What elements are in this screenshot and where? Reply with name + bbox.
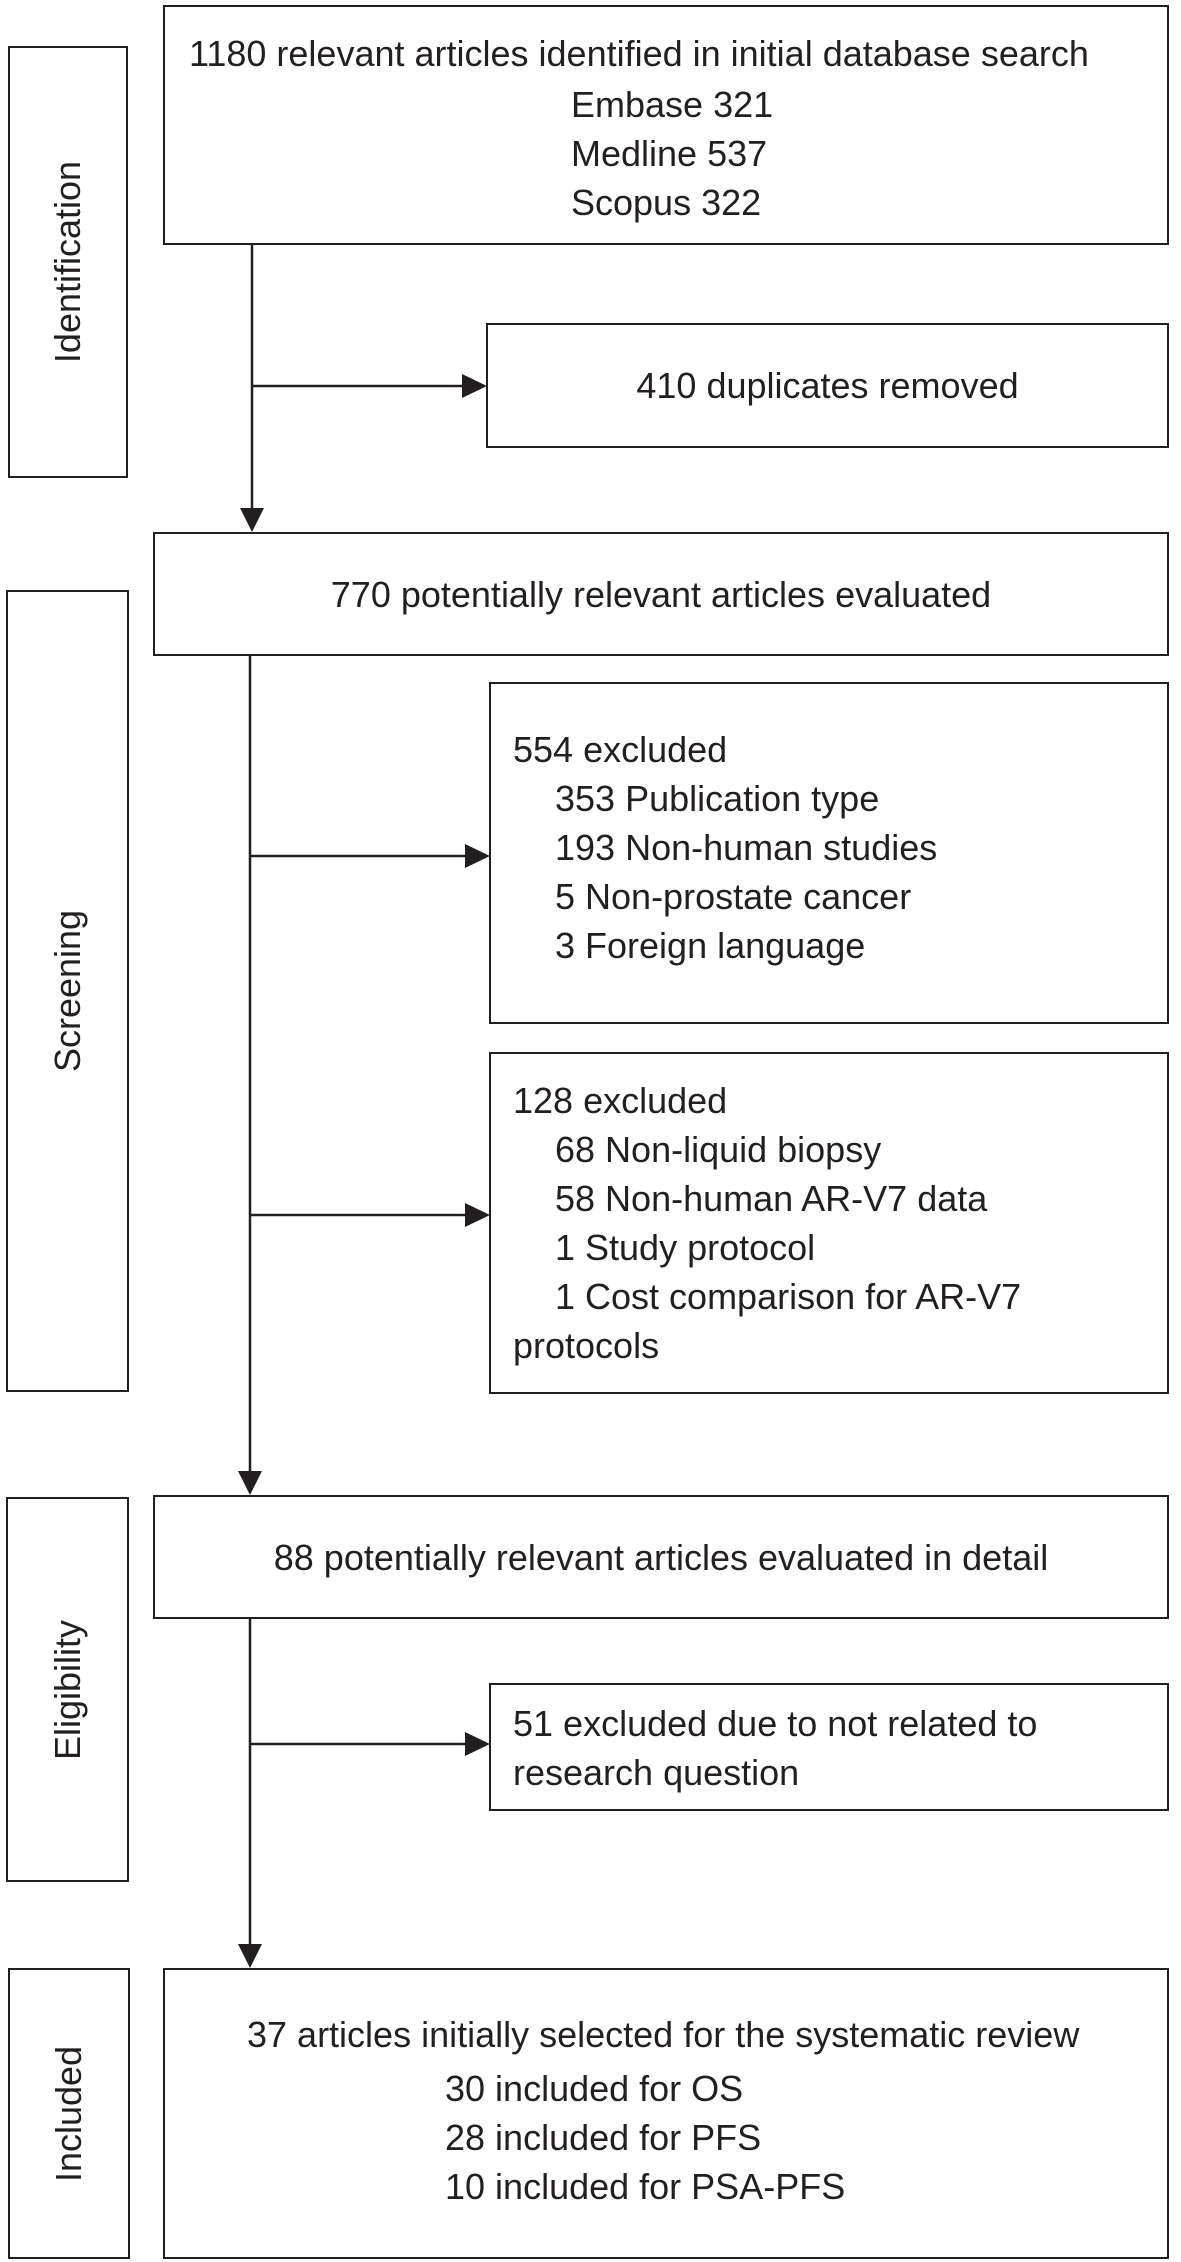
included-main: 37 articles initially selected for the s… [247, 2014, 1080, 2055]
excluded-1-title: 554 excluded [513, 729, 728, 770]
excluded-2-item: 58 Non-human AR-V7 data [555, 1178, 988, 1219]
excluded-1-item: 5 Non-prostate cancer [555, 876, 912, 917]
eligible-box: 88 potentially relevant articles evaluat… [153, 1495, 1169, 1619]
excluded-box-2: 128 excluded 68 Non-liquid biopsy 58 Non… [489, 1052, 1169, 1394]
identified-item-embase: Embase 321 [571, 84, 774, 125]
identified-item-scopus: Scopus 322 [571, 182, 762, 223]
included-item-psa-pfs: 10 included for PSA-PFS [445, 2166, 846, 2207]
arrowhead [238, 1944, 262, 1968]
identified-box: 1180 relevant articles identified in ini… [163, 5, 1169, 245]
arrowhead [465, 1732, 490, 1756]
screened-text: 770 potentially relevant articles evalua… [330, 574, 992, 615]
arrowhead [240, 508, 264, 532]
stage-identification: Identification [8, 46, 128, 478]
stage-eligibility: Eligibility [6, 1497, 129, 1882]
identified-main: 1180 relevant articles identified in ini… [189, 33, 1089, 74]
excluded-2-item: 1 Cost comparison for AR-V7 [555, 1276, 1022, 1317]
included-item-pfs: 28 included for PFS [445, 2117, 762, 2158]
excluded-2-item: 68 Non-liquid biopsy [555, 1129, 882, 1170]
duplicates-box: 410 duplicates removed [486, 323, 1169, 448]
eligible-text: 88 potentially relevant articles evaluat… [273, 1537, 1049, 1578]
arrowhead [465, 844, 490, 868]
excluded-2-item: 1 Study protocol [555, 1227, 816, 1268]
excluded-3-line1: 51 excluded due to not related to [513, 1703, 1038, 1744]
duplicates-text: 410 duplicates removed [636, 365, 1019, 406]
included-box: 37 articles initially selected for the s… [163, 1968, 1169, 2259]
excluded-1-item: 3 Foreign language [555, 925, 866, 966]
excluded-box-1: 554 excluded 353 Publication type 193 No… [489, 682, 1169, 1024]
excluded-1-item: 353 Publication type [555, 778, 880, 819]
identified-item-medline: Medline 537 [571, 133, 768, 174]
stage-included: Included [8, 1968, 130, 2259]
included-item-os: 30 included for OS [445, 2068, 744, 2109]
arrowhead [238, 1471, 262, 1495]
excluded-2-wrap: protocols [513, 1325, 660, 1366]
excluded-1-item: 193 Non-human studies [555, 827, 938, 868]
excluded-box-3: 51 excluded due to not related to resear… [489, 1683, 1169, 1811]
excluded-3-line2: research question [513, 1752, 800, 1793]
excluded-2-title: 128 excluded [513, 1080, 728, 1121]
stage-screening: Screening [6, 590, 129, 1392]
screened-box: 770 potentially relevant articles evalua… [153, 532, 1169, 656]
arrowhead [462, 374, 487, 398]
arrowhead [465, 1203, 490, 1227]
